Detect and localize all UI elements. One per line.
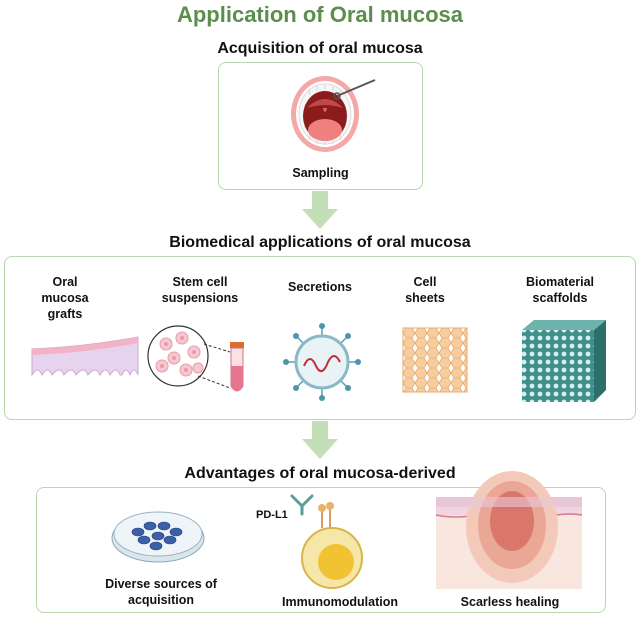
immunomodulation-label: Immunomodulation [282,595,398,609]
petri-dish-icon [111,511,205,563]
biomedical-heading: Biomedical applications of oral mucosa [169,234,471,251]
immune-cell-icon [290,494,363,589]
stem-cell-tube-icon [147,325,244,392]
mouth-sampling-icon [291,76,376,152]
down-arrow-icon [302,421,338,459]
skin-layers-icon [435,471,583,589]
exosome-icon [283,323,361,401]
page-title: Application of Oral mucosa [176,2,464,27]
cell-sheets-label: Cell sheets [405,275,445,305]
oral-mucosa-grafts-label: Oral mucosa grafts [41,275,89,321]
scarless-healing-label: Scarless healing [460,595,560,609]
secretions-label: Secretions [288,280,352,294]
down-arrow-icon [302,191,338,229]
scaffold-cube-icon [522,320,606,402]
mucosa-graft-icon [31,336,139,377]
advantages-heading: Advantages of oral mucosa-derived [184,465,456,482]
acquisition-heading: Acquisition of oral mucosa [217,40,423,57]
biomaterial-scaffolds-label: Biomaterial scaffolds [525,275,595,305]
diverse-sources-label: Diverse sources of acquisition [105,577,217,607]
sampling-label: Sampling [292,166,349,180]
stem-cell-suspensions-label: Stem cell suspensions [161,275,239,305]
pd-l1-label: PD-L1 [256,509,288,521]
cell-sheet-icon [402,327,468,393]
